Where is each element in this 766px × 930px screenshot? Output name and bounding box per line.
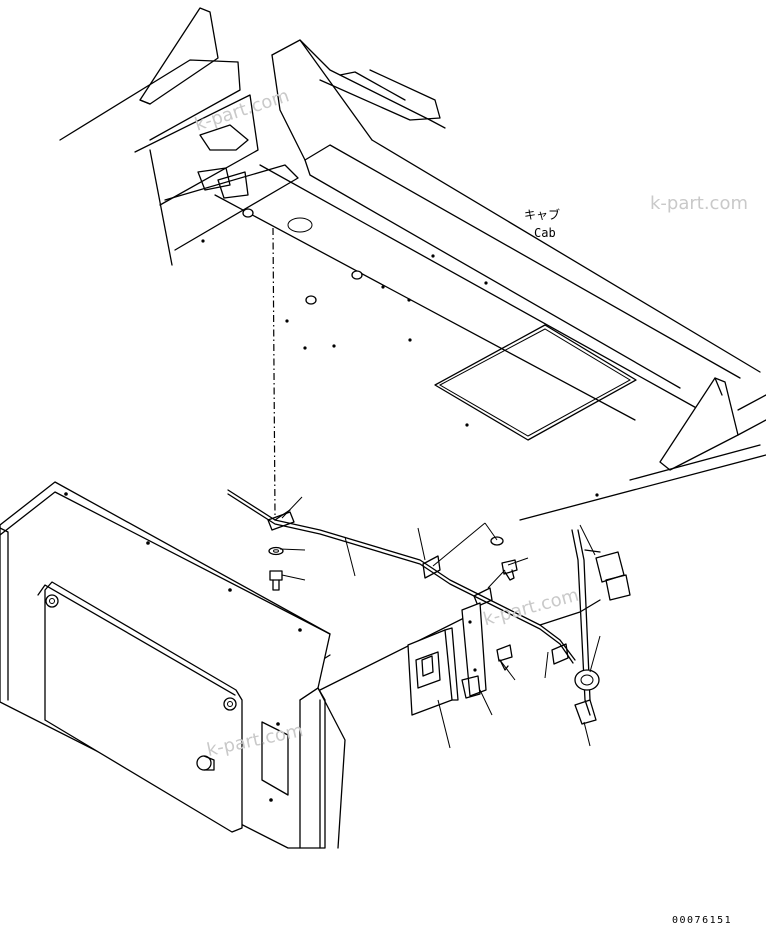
connector-assembly [571, 529, 631, 725]
cab-right-bracket [519, 377, 766, 521]
side-panel [0, 481, 346, 849]
leader-lines [279, 496, 601, 749]
cab-corner-bracket [59, 7, 299, 266]
cab-label-english: Cab [534, 226, 556, 240]
cab-frame-beam [214, 39, 761, 421]
floor-plate [201, 208, 637, 497]
watermark: k-part.com [650, 193, 748, 214]
cab-label-japanese: キャブ [524, 208, 561, 222]
wire-harness [227, 489, 601, 691]
alignment-line [272, 227, 276, 516]
drawing-code: 00076151 [672, 915, 733, 926]
control-unit [407, 602, 487, 716]
